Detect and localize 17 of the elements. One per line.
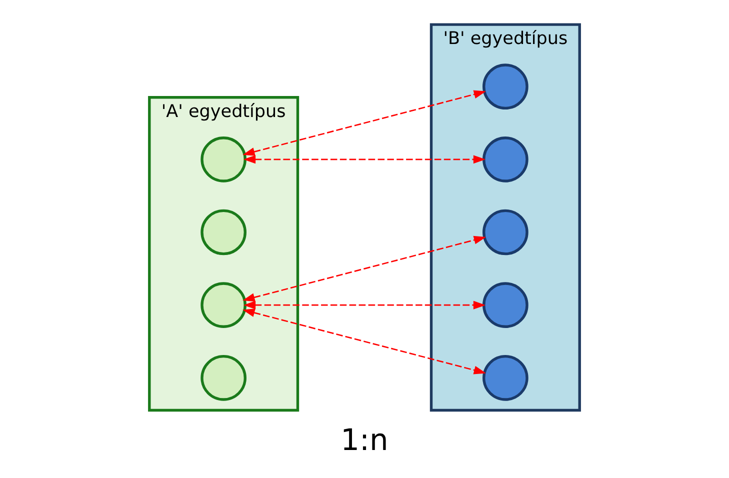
arrow bbox=[242, 90, 486, 156]
node-circle bbox=[200, 136, 246, 182]
arrow bbox=[243, 300, 486, 310]
node-circle bbox=[200, 354, 246, 401]
node-circle bbox=[200, 209, 246, 256]
node-circle bbox=[200, 282, 246, 328]
node-circle bbox=[482, 282, 528, 328]
arrow bbox=[242, 308, 486, 374]
arrow bbox=[243, 155, 486, 164]
node-circle bbox=[482, 354, 528, 401]
caption: 1:n bbox=[340, 422, 388, 458]
node-circle bbox=[482, 209, 528, 256]
arrow bbox=[242, 236, 486, 302]
cluster: 'B' egyedtípus bbox=[430, 23, 581, 412]
node-circle bbox=[482, 136, 528, 182]
node-circle bbox=[482, 64, 528, 110]
cluster: 'A' egyedtípus bbox=[148, 96, 300, 412]
